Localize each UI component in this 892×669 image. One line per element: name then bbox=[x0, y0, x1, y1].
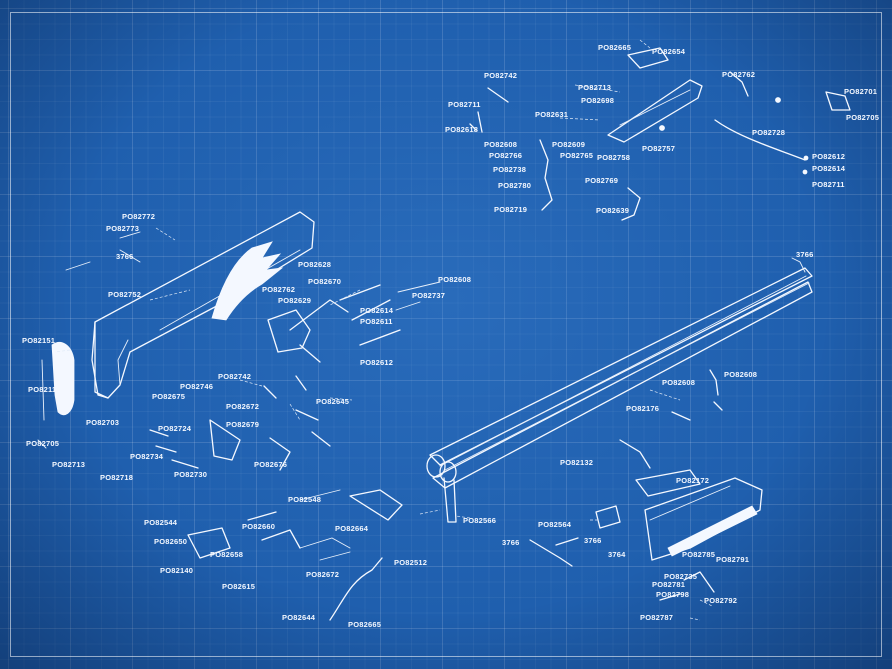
part-label: PO82665 bbox=[348, 620, 382, 629]
part-label: PO82713 bbox=[52, 460, 86, 469]
part-label: PO82730 bbox=[174, 470, 208, 479]
part-label: PO82705 bbox=[846, 113, 880, 122]
part-label: PO82618 bbox=[445, 125, 479, 134]
part-label: PO82781 bbox=[652, 580, 686, 589]
part-label: PO82738 bbox=[493, 165, 527, 174]
part-label: 3766 bbox=[796, 250, 814, 259]
part-label: PO82548 bbox=[288, 495, 322, 504]
part-label: PO82787 bbox=[640, 613, 674, 622]
part-label: PO82711 bbox=[812, 180, 845, 189]
part-label: 3766 bbox=[502, 538, 520, 547]
spring-part bbox=[299, 537, 383, 621]
part-label: PO82762 bbox=[262, 285, 296, 294]
part-label: PO82769 bbox=[585, 176, 619, 185]
part-label: PO82608 bbox=[662, 378, 696, 387]
part-label: PO82670 bbox=[308, 277, 342, 286]
trigger-group-part bbox=[469, 39, 851, 221]
forend-part bbox=[644, 477, 763, 561]
part-label: PO82611 bbox=[360, 317, 393, 326]
stock-part bbox=[91, 211, 315, 399]
part-label: PO82792 bbox=[704, 596, 738, 605]
part-label: PO82608 bbox=[438, 275, 472, 284]
part-label: PO82698 bbox=[581, 96, 615, 105]
part-label: PO82629 bbox=[278, 296, 312, 305]
part-label: PO82644 bbox=[282, 613, 316, 622]
part-label: PO82765 bbox=[560, 151, 594, 160]
part-label: PO82665 bbox=[598, 43, 632, 52]
lower-parts bbox=[187, 369, 723, 601]
part-label: PO82752 bbox=[108, 290, 142, 299]
part-label: PO82758 bbox=[597, 153, 631, 162]
barrel-part bbox=[426, 257, 813, 523]
leader-lines bbox=[54, 227, 713, 621]
part-label: PO82658 bbox=[210, 550, 244, 559]
part-label: PO82791 bbox=[716, 555, 750, 564]
part-label: PO82703 bbox=[86, 418, 120, 427]
part-label: PO82564 bbox=[538, 520, 572, 529]
part-label: PO82654 bbox=[652, 47, 686, 56]
part-label: PO82140 bbox=[160, 566, 194, 575]
part-label: PO82713 bbox=[578, 83, 612, 92]
part-label: PO82660 bbox=[242, 522, 276, 531]
part-label: PO82719 bbox=[494, 205, 528, 214]
part-label: PO82672 bbox=[226, 402, 260, 411]
part-label: PO82132 bbox=[560, 458, 594, 467]
part-label: PO82772 bbox=[122, 212, 156, 221]
part-label: PO82114 bbox=[28, 385, 61, 394]
part-label: PO82780 bbox=[498, 181, 532, 190]
part-label: PO82728 bbox=[752, 128, 786, 137]
part-label: PO82718 bbox=[100, 473, 134, 482]
part-label: PO82675 bbox=[152, 392, 186, 401]
part-label: PO82746 bbox=[180, 382, 214, 391]
action-parts bbox=[65, 231, 441, 471]
part-label: PO82608 bbox=[724, 370, 758, 379]
part-label: PO82544 bbox=[144, 518, 178, 527]
part-label: PO82773 bbox=[106, 224, 140, 233]
part-label: PO82701 bbox=[844, 87, 878, 96]
butt-plate-part bbox=[37, 342, 75, 449]
part-label: PO82766 bbox=[489, 151, 523, 160]
part-label: PO82566 bbox=[463, 516, 497, 525]
part-label: PO82612 bbox=[360, 358, 394, 367]
part-label: PO82608 bbox=[484, 140, 518, 149]
part-label: PO82762 bbox=[722, 70, 756, 79]
part-label: PO82631 bbox=[535, 110, 569, 119]
part-label: PO82798 bbox=[656, 590, 690, 599]
blueprint-border bbox=[10, 12, 882, 657]
part-label: 3764 bbox=[608, 550, 626, 559]
part-label: PO82724 bbox=[158, 424, 192, 433]
part-label: PO82172 bbox=[676, 476, 710, 485]
part-label: PO82676 bbox=[254, 460, 288, 469]
part-label: PO82711 bbox=[448, 100, 481, 109]
part-label: PO82757 bbox=[642, 144, 676, 153]
part-label: PO82614 bbox=[812, 164, 846, 173]
part-label: PO82609 bbox=[552, 140, 586, 149]
part-label: PO82742 bbox=[218, 372, 252, 381]
part-label: PO82628 bbox=[298, 260, 332, 269]
part-label: PO82742 bbox=[484, 71, 518, 80]
part-label: PO82612 bbox=[812, 152, 846, 161]
part-label: PO82512 bbox=[394, 558, 428, 567]
part-label: PO82151 bbox=[22, 336, 56, 345]
part-label: PO82735 bbox=[664, 572, 698, 581]
part-label: PO82785 bbox=[682, 550, 716, 559]
part-label: PO82737 bbox=[412, 291, 446, 300]
part-label: PO82639 bbox=[596, 206, 630, 215]
part-label: PO82679 bbox=[226, 420, 260, 429]
part-label: PO82734 bbox=[130, 452, 164, 461]
part-label: PO82664 bbox=[335, 524, 369, 533]
part-label: PO82672 bbox=[306, 570, 340, 579]
part-label: 3766 bbox=[584, 536, 602, 545]
part-label: PO82705 bbox=[26, 439, 60, 448]
part-label: 3766 bbox=[116, 252, 134, 261]
part-label: PO82650 bbox=[154, 537, 188, 546]
part-label: PO82615 bbox=[222, 582, 256, 591]
part-label: PO82614 bbox=[360, 306, 394, 315]
part-label: PO82645 bbox=[316, 397, 350, 406]
part-label: PO82176 bbox=[626, 404, 660, 413]
